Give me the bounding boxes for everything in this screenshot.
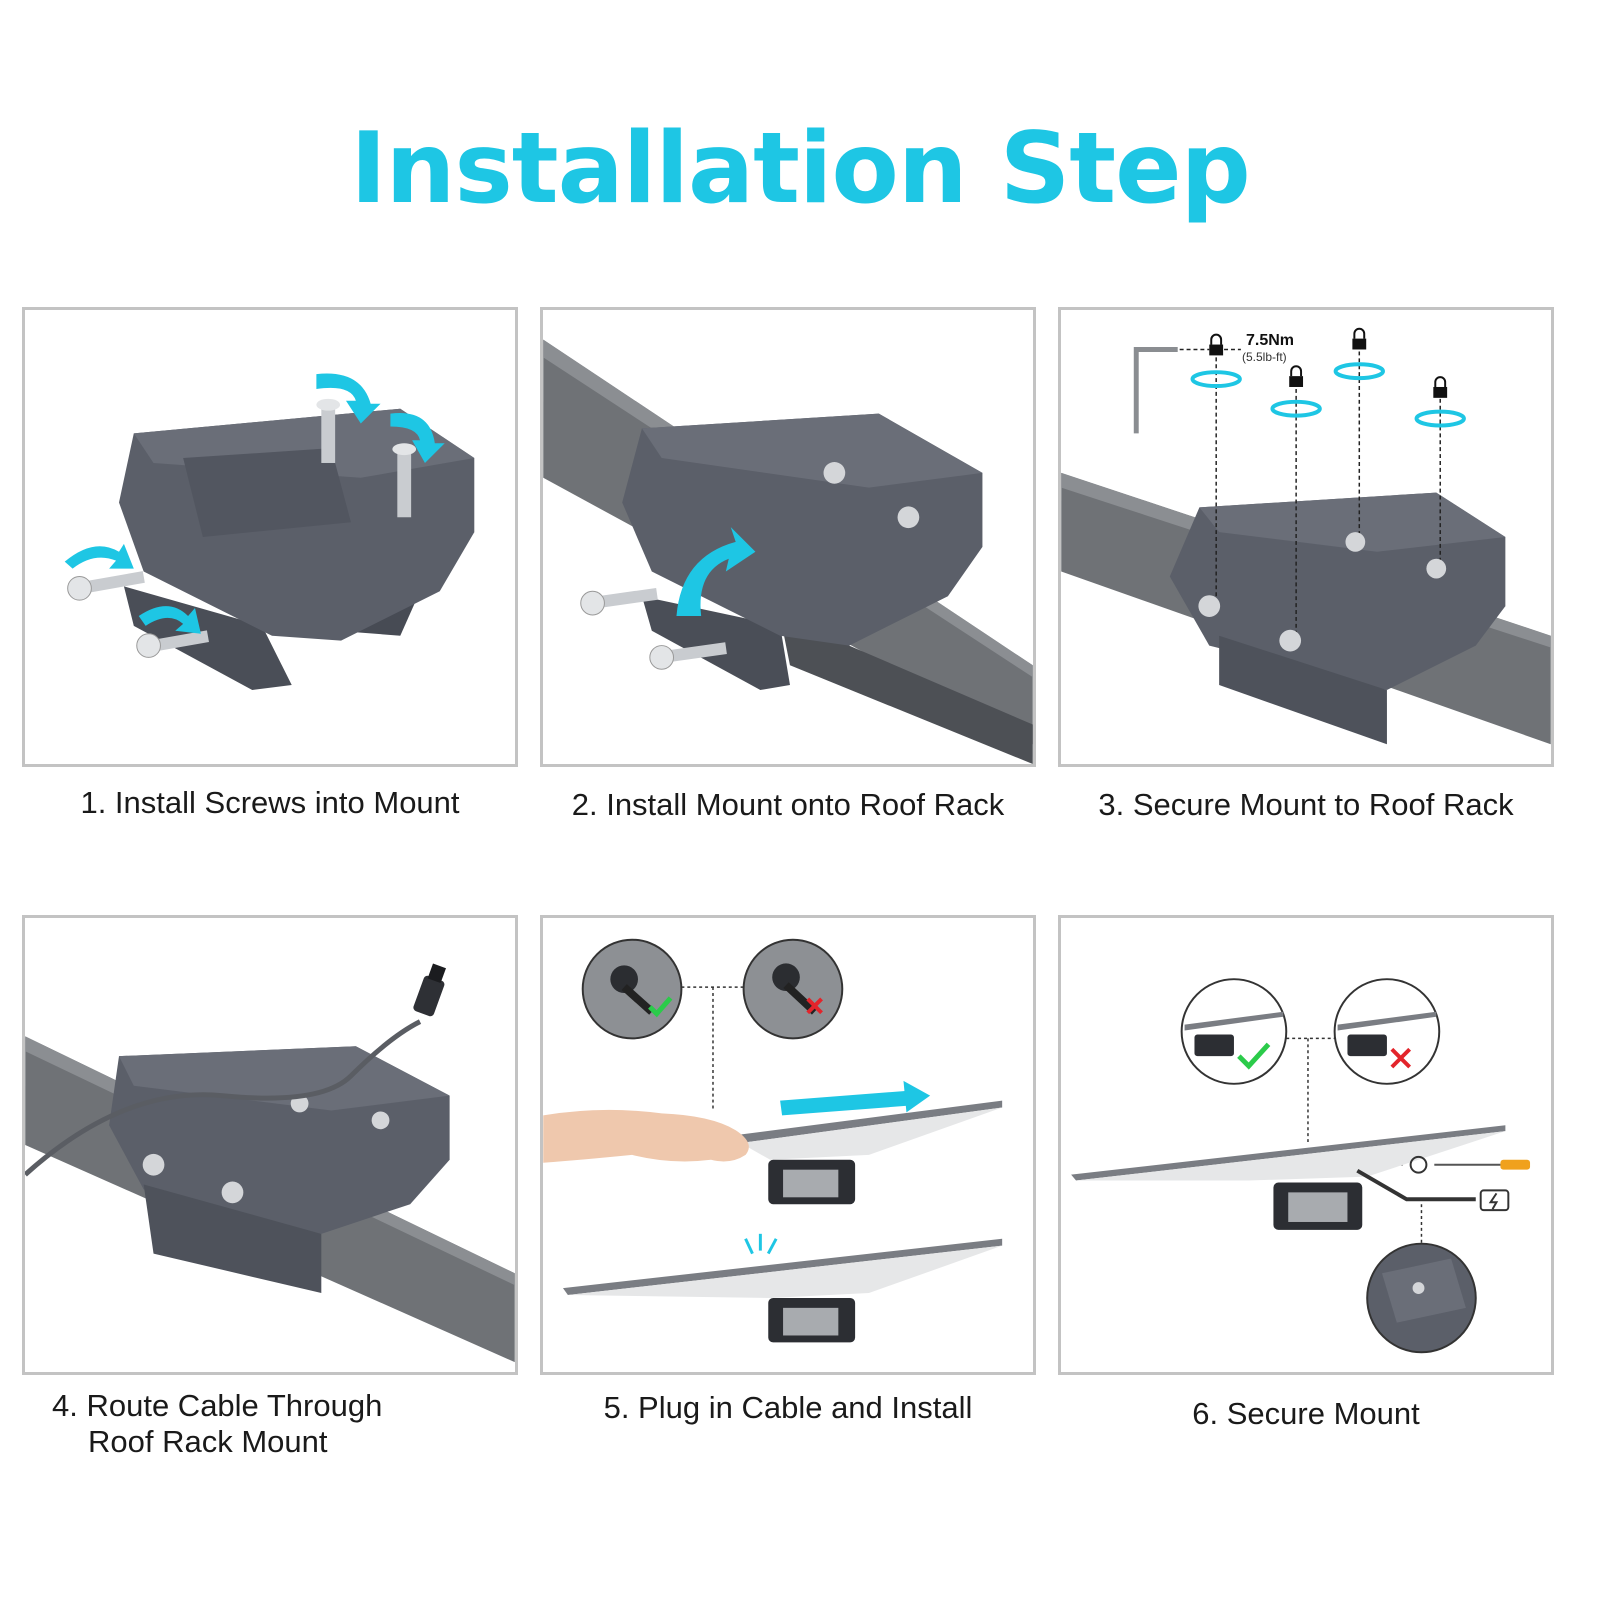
- cross-icon: [806, 997, 823, 1015]
- step-4-caption-line1: 4. Route Cable Through: [52, 1388, 383, 1423]
- incorrect-detail: [742, 938, 844, 1040]
- step-2-illustration: [543, 339, 1033, 764]
- step-6-caption: 6. Secure Mount: [1192, 1396, 1420, 1431]
- step-3-panel: 7.5Nm (5.5lb-ft): [1058, 307, 1554, 767]
- check-icon: [1237, 1042, 1271, 1070]
- rotate-arrow-icon: [1190, 362, 1466, 428]
- step-5-panel: [540, 915, 1036, 1375]
- page-title: Installation Step: [350, 112, 1251, 226]
- cable-plug-icon: [413, 963, 446, 1017]
- correct-detail: [581, 938, 683, 1040]
- step-1-panel: [22, 307, 518, 767]
- step-6-illustration: [1071, 978, 1531, 1354]
- step-4-panel: [22, 915, 518, 1375]
- step-3-illustration: [1061, 327, 1551, 745]
- step-5-illustration: [543, 938, 1003, 1343]
- step-4-caption: 4. Route Cable Through Roof Rack Mount: [52, 1388, 472, 1459]
- curved-arrow-icon: [676, 527, 756, 616]
- screw-icon: [316, 398, 417, 518]
- torque-value: 7.5Nm: [1246, 332, 1295, 349]
- cross-icon: [1390, 1047, 1412, 1069]
- unlock-icon: [1409, 1155, 1428, 1174]
- lock-icon: [1209, 327, 1448, 398]
- step-6-panel: [1058, 915, 1554, 1375]
- screwdriver-icon: [1434, 1159, 1531, 1170]
- incorrect-detail: [1333, 978, 1441, 1085]
- mount-detail: [1366, 1242, 1477, 1354]
- hand-icon: [543, 1109, 749, 1163]
- torque-value-imperial: (5.5lb-ft): [1242, 350, 1287, 364]
- slide-arrow-icon: [780, 1080, 931, 1116]
- check-icon: [648, 996, 673, 1018]
- click-icon: [744, 1233, 778, 1255]
- charging-icon: [1479, 1189, 1510, 1212]
- step-5-caption: 5. Plug in Cable and Install: [603, 1390, 973, 1425]
- correct-detail: [1180, 978, 1288, 1085]
- step-2-caption: 2. Install Mount onto Roof Rack: [571, 787, 1005, 822]
- step-1-caption: 1. Install Screws into Mount: [80, 785, 460, 820]
- step-3-caption: 3. Secure Mount to Roof Rack: [1098, 787, 1514, 822]
- step-1-illustration: [64, 373, 475, 690]
- step-4-caption-line2: Roof Rack Mount: [88, 1423, 328, 1459]
- step-2-panel: [540, 307, 1036, 767]
- step-4-illustration: [25, 963, 515, 1363]
- hex-key-icon: [1133, 347, 1178, 434]
- rotate-arrow-icon: [64, 373, 445, 634]
